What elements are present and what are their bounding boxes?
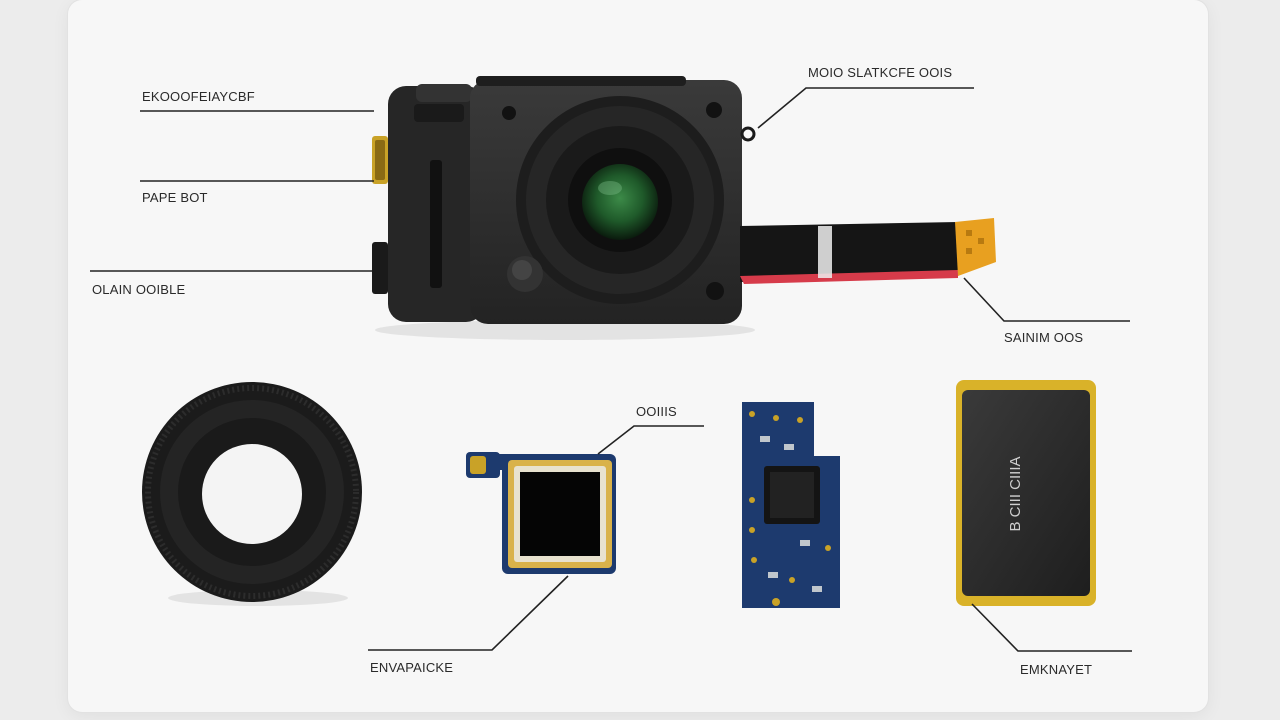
battery-print: B CIII CIIIA — [1007, 456, 1024, 531]
label-bottom-right: EMKNAYET — [1020, 662, 1093, 677]
label-top-left: EKOOOFEIAYCBF — [142, 89, 255, 104]
pcb-board — [742, 402, 840, 608]
leader-line-right-mid — [963, 277, 1130, 322]
leader-line-bottom-left — [368, 575, 569, 651]
lens-ring — [142, 382, 362, 606]
label-sensor: OOIIIS — [636, 404, 677, 419]
label-left-mid: PAPE BOT — [142, 190, 208, 205]
leader-lines — [90, 87, 1132, 652]
battery: B CIII CIIIA — [956, 380, 1096, 606]
camera-lens — [507, 96, 724, 304]
label-left-lower: OLAIN OOIBLE — [92, 282, 186, 297]
label-bottom-left: ENVAPAICKE — [370, 660, 454, 675]
image-sensor-module — [466, 452, 616, 574]
label-top-right: MOIO SLATKCFE OOIS — [808, 65, 953, 80]
leader-line-top-right — [757, 87, 974, 129]
leader-line-sensor — [597, 425, 704, 455]
label-right-mid: SAINIM OOS — [1004, 330, 1084, 345]
flex-ribbon-cable — [740, 218, 996, 284]
leader-line-bottom-right — [971, 603, 1132, 652]
